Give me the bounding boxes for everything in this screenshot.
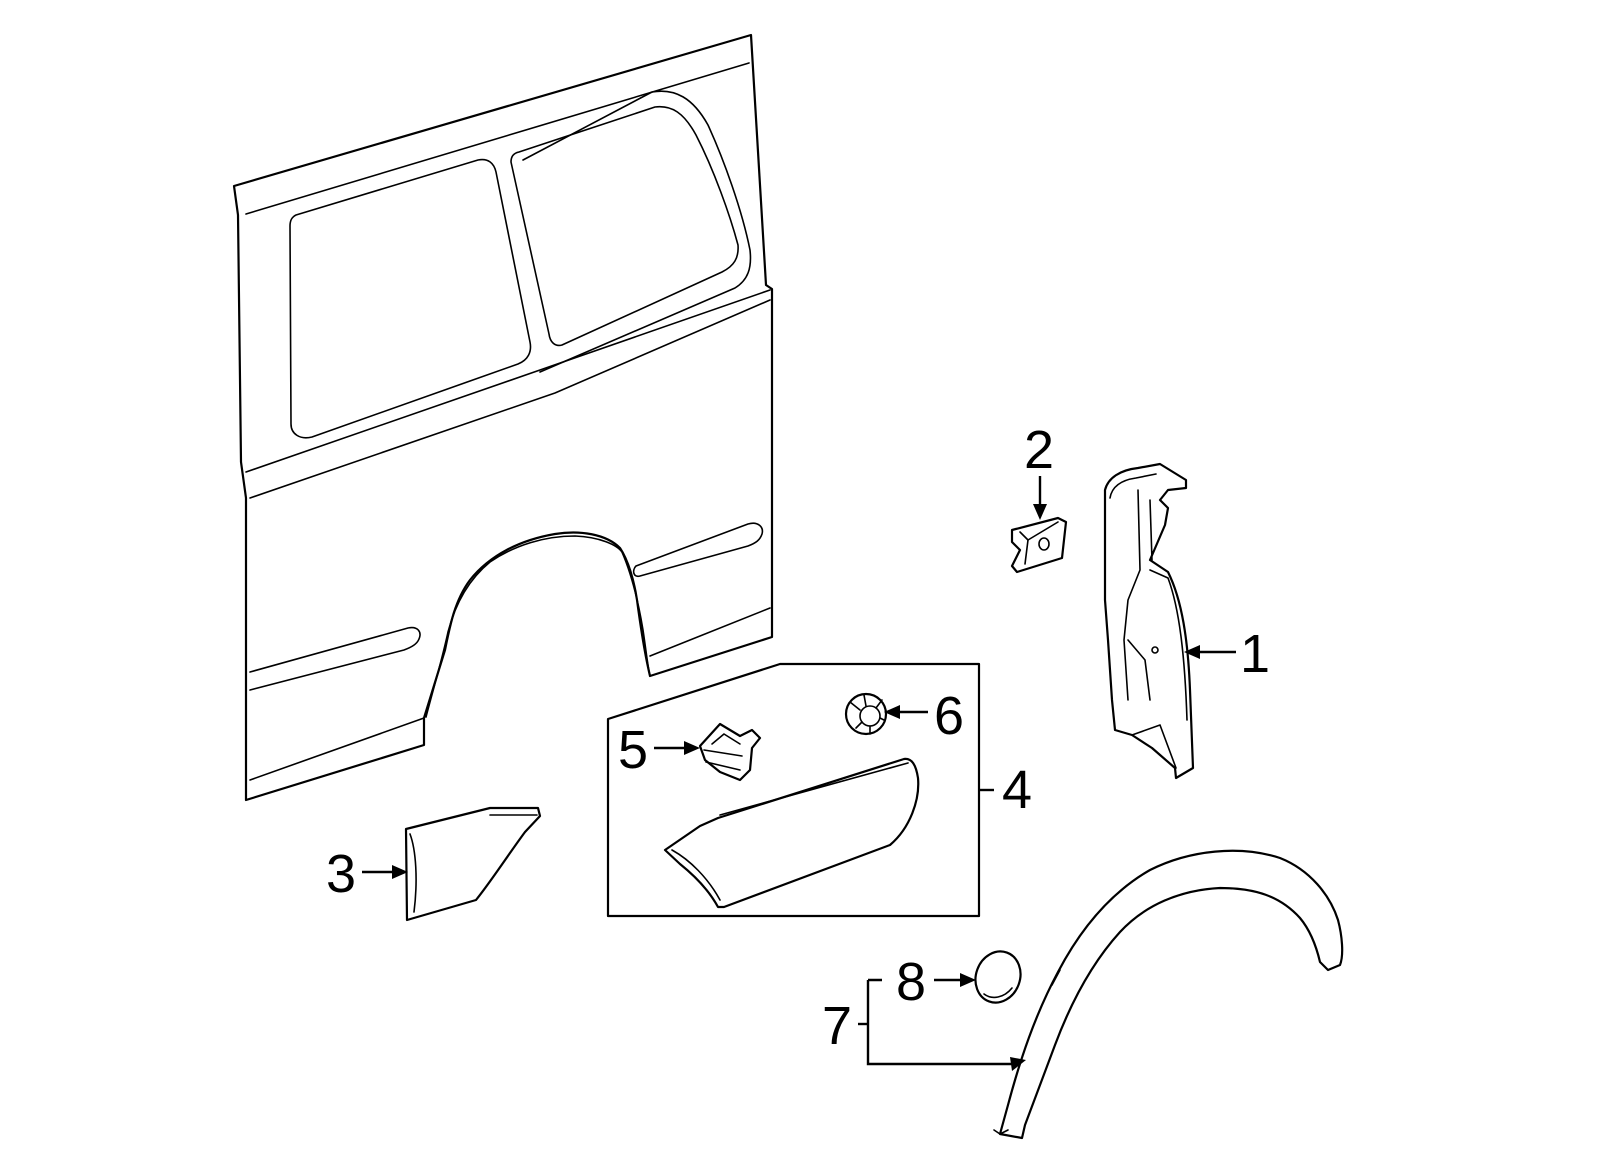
- quarter-panel: [232, 33, 774, 802]
- callout-8: 8: [896, 952, 926, 1012]
- callout-6: 6: [934, 686, 964, 746]
- part-5-clip: [698, 722, 762, 782]
- part-6-grommet: [844, 692, 888, 736]
- callout-1: 1: [1240, 624, 1270, 684]
- callout-labels: 1 2 3 4 5 6 7 8: [326, 420, 1270, 1056]
- part-2-retainer-clip: [1010, 516, 1068, 574]
- part-7-wheel-flare: [993, 849, 1344, 1140]
- wheel-opening-molding: [663, 757, 920, 909]
- part-1-splash-shield: [1103, 462, 1195, 780]
- callout-7: 7: [822, 996, 852, 1056]
- part-4-kit-box: [606, 662, 981, 918]
- callout-2: 2: [1024, 420, 1054, 480]
- part-8-retainer: [974, 950, 1022, 1004]
- callout-4: 4: [1002, 760, 1032, 820]
- part-3-molding-end: [404, 806, 542, 922]
- leader-lines: [362, 476, 1236, 1071]
- callout-5: 5: [618, 720, 648, 780]
- callout-3: 3: [326, 844, 356, 904]
